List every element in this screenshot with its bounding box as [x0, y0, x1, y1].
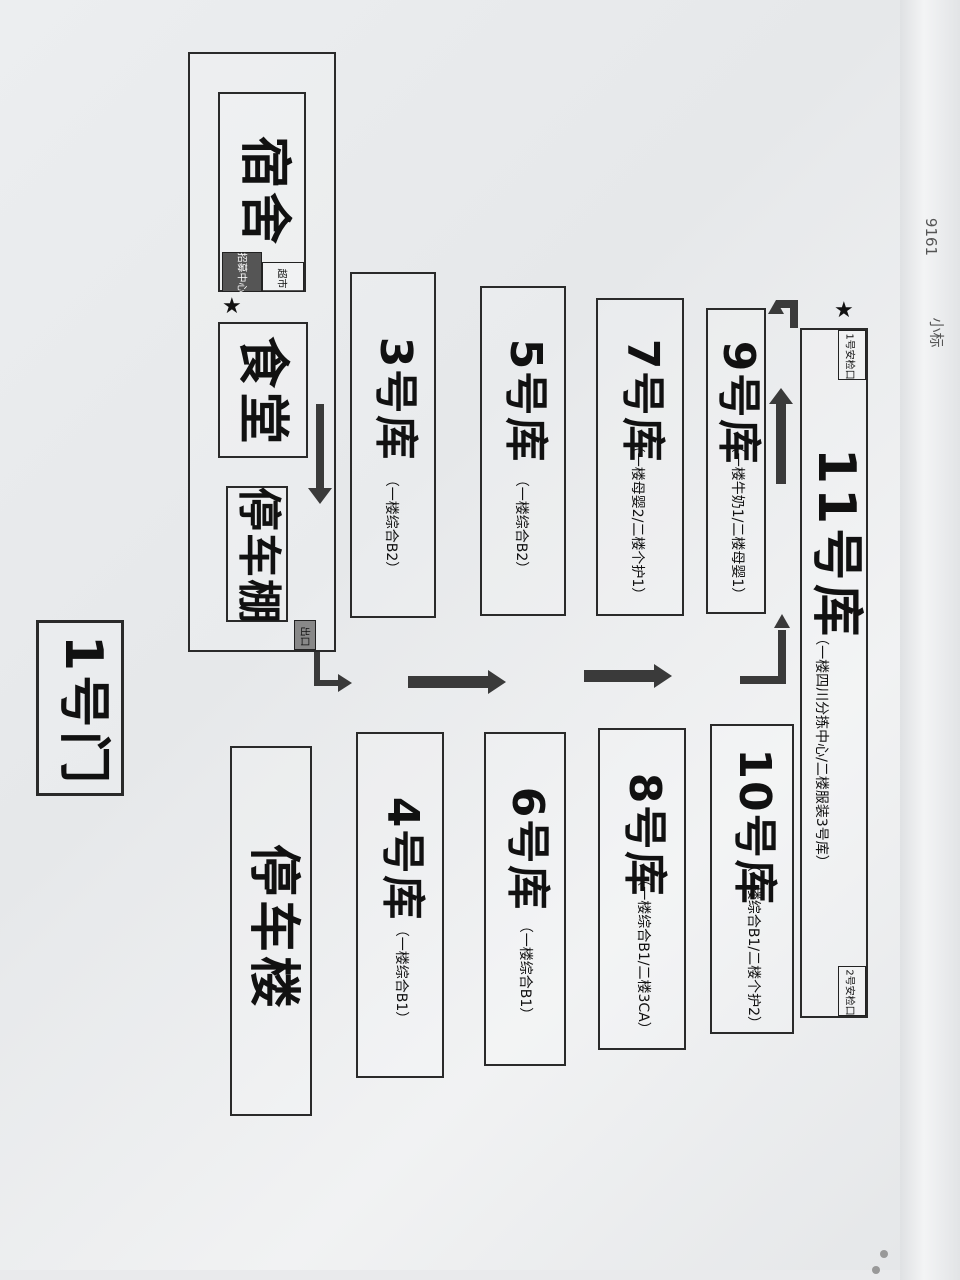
- warehouse-7: 7号库 （一楼母婴2/二楼个护1）: [596, 298, 684, 616]
- recruitment-center: 招募中心: [222, 252, 262, 293]
- hole-icon: [880, 1250, 888, 1258]
- gate-1-box: 1号门: [36, 620, 124, 796]
- arrow-exit-2: [314, 680, 340, 686]
- checkpoint-1-label: 1号安检口: [843, 333, 855, 380]
- arrow-corner-top-head: [768, 300, 784, 314]
- warehouse-10-note: （一楼综合B1/二楼个护2）: [745, 857, 761, 1031]
- arrow-corner-top-2: [776, 300, 798, 308]
- warehouse-11: 11号库 （一楼四川分拣中心/二楼服装3号库）: [800, 328, 868, 1018]
- star-icon: ★: [222, 294, 242, 319]
- warehouse-10: 10号库 （一楼综合B1/二楼个护2）: [710, 724, 794, 1034]
- canteen: 食堂: [218, 322, 308, 458]
- warehouse-6-note: （一楼综合B1）: [517, 918, 533, 1022]
- road-arrow-1-head: [488, 670, 506, 694]
- road-arrow-1: [408, 676, 490, 688]
- arrow-exit-head: [338, 674, 352, 692]
- edge-text-1: 9161: [922, 217, 941, 257]
- warehouse-8: 8号库 （一楼综合B1/二楼3CA）: [598, 728, 686, 1050]
- arrow-9-up-head: [769, 388, 793, 404]
- laminated-map-sheet: [0, 0, 947, 1270]
- warehouse-8-note: （一楼综合B1/二楼3CA）: [635, 872, 651, 1036]
- road-arrow-2-head: [654, 664, 672, 688]
- canteen-label: 食堂: [232, 335, 292, 448]
- warehouse-5-note: （一楼综合B2）: [513, 472, 529, 576]
- arrow-corner-bottom-2: [740, 676, 786, 684]
- west-block: [188, 52, 336, 652]
- warehouse-11-note: （一楼四川分拣中心/二楼服装3号库）: [813, 631, 829, 869]
- parking-building: 停车楼: [230, 746, 312, 1116]
- warehouse-4: 4号库 （一楼综合B1）: [356, 732, 444, 1078]
- laminate-edge: [900, 0, 960, 1280]
- arrow-corner-top-1: [790, 300, 798, 328]
- checkpoint-2: 2号安检口: [838, 966, 866, 1016]
- edge-text-2: 小标: [927, 317, 946, 348]
- warehouse-5: 5号库 （一楼综合B2）: [480, 286, 566, 616]
- warehouse-9-note: （一楼牛奶1/二楼母婴1）: [729, 438, 745, 602]
- warehouse-7-note: （一楼母婴2/二楼个护1）: [629, 438, 645, 602]
- warehouse-9: 9号库 （一楼牛奶1/二楼母婴1）: [706, 308, 766, 614]
- arrow-exit-1: [314, 652, 320, 686]
- warehouse-3: 3号库 （一楼综合B2）: [350, 272, 436, 618]
- parking-shed-label: 停车棚: [233, 487, 284, 625]
- supermarket-label: 超市: [275, 268, 287, 289]
- parking-building-label: 停车楼: [243, 843, 303, 1012]
- warehouse-4-note: （一楼综合B1）: [393, 922, 409, 1026]
- exit: 出口: [294, 620, 316, 650]
- arrow-9-up: [776, 404, 786, 484]
- hole-icon: [872, 1266, 880, 1274]
- arrow-west-down: [316, 404, 324, 490]
- gate-1-label: 1号门: [53, 634, 113, 788]
- star-icon: ★: [834, 298, 854, 323]
- road-arrow-2: [584, 670, 656, 682]
- arrow-corner-bottom-1: [778, 630, 786, 684]
- parking-shed: 停车棚: [226, 486, 288, 625]
- exit-label: 出口: [298, 626, 310, 647]
- warehouse-6: 6号库 （一楼综合B1）: [484, 732, 566, 1066]
- arrow-corner-bottom-head: [774, 614, 790, 628]
- checkpoint-2-label: 2号安检口: [843, 969, 855, 1016]
- warehouse-3-note: （一楼综合B2）: [383, 472, 399, 576]
- supermarket: 超市: [262, 262, 304, 292]
- arrow-west-down-head: [308, 488, 332, 504]
- checkpoint-1: 1号安检口: [838, 330, 866, 380]
